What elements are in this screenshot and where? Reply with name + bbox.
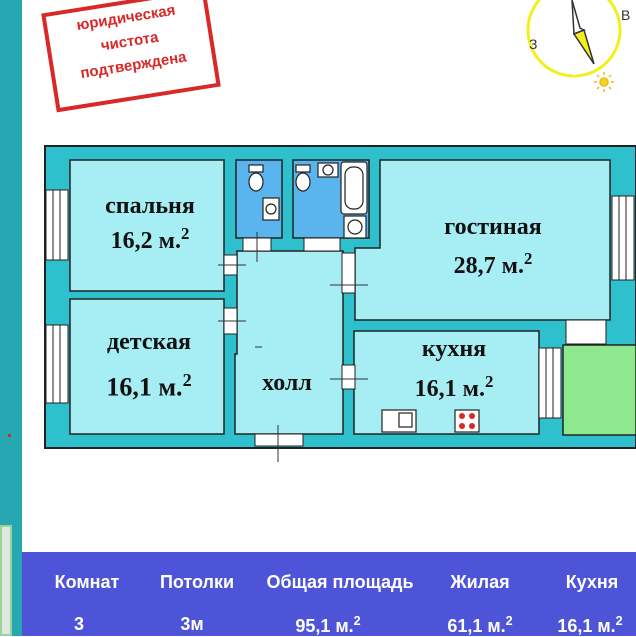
- stat-header-rooms: Комнат: [54, 572, 120, 592]
- living-label: гостиная 28,7 м.2: [418, 212, 568, 283]
- kids-label: детская 16,1 м.2: [84, 326, 214, 410]
- kids-name: детская: [107, 329, 191, 355]
- stat-header-ceilings: Потолки: [159, 572, 235, 592]
- room-bedroom: [69, 159, 225, 292]
- stat-value-rooms: 3: [73, 614, 85, 634]
- sun-icon: [594, 72, 614, 92]
- side-thumbnail[interactable]: [0, 525, 12, 636]
- stat-value-ceilings: 3м: [180, 614, 204, 634]
- floor-plan: [44, 145, 636, 462]
- room-hall: [234, 250, 344, 435]
- compass-west-label: З: [529, 36, 537, 52]
- washing-machine-icon: [343, 215, 367, 239]
- stat-value-kitchen: 16,1 м.2: [557, 614, 623, 636]
- bedroom-area: 16,2 м.2: [110, 224, 190, 254]
- kids-area: 16,1 м.2: [106, 370, 192, 402]
- stat-header-total-area: Общая площадь: [266, 572, 414, 592]
- hall-label: холл: [245, 368, 329, 398]
- sink-icon: [262, 197, 280, 221]
- compass-icon: З В: [526, 0, 630, 92]
- balcony: [562, 344, 636, 436]
- toilet-2-icon: [295, 164, 311, 192]
- stats-bar: Комнат Потолки Общая площадь Жилая Кухня…: [22, 552, 636, 636]
- compass-east-label: В: [621, 7, 630, 23]
- kitchen-area: 16,1 м.2: [414, 372, 494, 402]
- bedroom-label: спальня 16,2 м.2: [88, 192, 212, 255]
- stat-value-total-area: 95,1 м.2: [295, 614, 361, 636]
- bedroom-name: спальня: [105, 193, 195, 219]
- stat-value-living-area: 61,1 м.2: [447, 614, 513, 636]
- left-edge-bar: [0, 0, 22, 636]
- living-name: гостиная: [444, 214, 542, 240]
- red-dot: [8, 434, 11, 437]
- room-living: [354, 159, 611, 321]
- kitchen-label: кухня 16,1 м.2: [398, 334, 510, 407]
- toilet-icon: [248, 164, 264, 192]
- bathtub-icon: [340, 161, 368, 215]
- kitchen-name: кухня: [421, 336, 487, 362]
- stat-header-living-area: Жилая: [450, 572, 510, 592]
- living-area: 28,7 м.2: [453, 249, 533, 279]
- windows: [45, 189, 635, 447]
- stove-icon: [454, 409, 480, 433]
- hall-name: холл: [262, 370, 312, 396]
- room-kids: [69, 298, 225, 435]
- washbasin-icon: [317, 162, 339, 178]
- kitchen-sink-icon: [381, 409, 417, 433]
- stat-header-kitchen: Кухня: [565, 572, 619, 592]
